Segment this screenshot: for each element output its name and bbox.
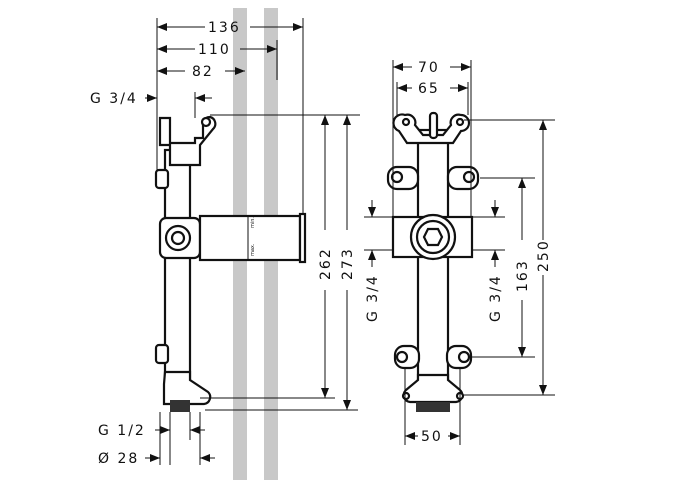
dim-50: 50	[421, 429, 443, 445]
dim-82: 82	[192, 64, 214, 80]
dim-250: 250	[536, 239, 552, 272]
dim-110: 110	[198, 42, 231, 58]
dim-163: 163	[515, 259, 531, 292]
dim-70: 70	[418, 60, 440, 76]
dim-262: 262	[318, 247, 334, 280]
dim-top-thread: G 3/4	[90, 91, 138, 107]
side-view-body	[154, 115, 307, 412]
front-view-dimension-lines	[364, 60, 555, 445]
dim-65: 65	[418, 81, 440, 97]
spout-min-mark: min.	[250, 217, 256, 228]
dim-bottom-diameter: Ø 28	[98, 451, 139, 467]
dim-left-thread: G 3/4	[365, 274, 381, 322]
spout-max-mark: max.	[250, 243, 256, 256]
front-view-body	[386, 111, 480, 412]
dim-bottom-thread: G 1/2	[98, 423, 146, 439]
dim-right-thread: G 3/4	[488, 274, 504, 322]
dim-273: 273	[340, 247, 356, 280]
side-view-dimension-lines	[145, 18, 360, 465]
dim-136: 136	[208, 20, 241, 36]
